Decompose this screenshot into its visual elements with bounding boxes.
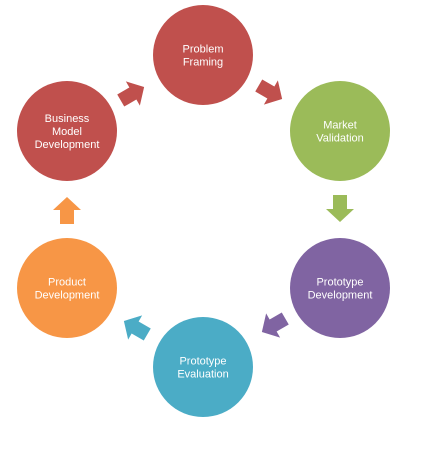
- node-label-line: Evaluation: [177, 369, 228, 381]
- arrow-product-development-to-business-model-development: [53, 197, 81, 224]
- node-label-line: Validation: [316, 133, 364, 145]
- arrow-shape: [53, 197, 81, 224]
- node-label-line: Prototype: [316, 277, 363, 289]
- node-label-line: Framing: [183, 57, 223, 69]
- node-circle-prototype-evaluation: [153, 317, 253, 417]
- arrow-problem-framing-to-market-validation: [255, 79, 283, 105]
- node-circle-problem-framing: [153, 5, 253, 105]
- arrow-shape: [326, 195, 354, 222]
- node-label-line: Development: [35, 139, 100, 151]
- node-label-line: Problem: [183, 44, 224, 56]
- node-label-line: Business: [45, 113, 90, 125]
- node-circle-market-validation: [290, 81, 390, 181]
- node-circle-prototype-development: [290, 238, 390, 338]
- node-label-line: Market: [323, 120, 357, 132]
- node-label-line: Product: [48, 277, 86, 289]
- node-label-line: Model: [52, 126, 82, 138]
- arrow-prototype-development-to-prototype-evaluation: [261, 312, 289, 338]
- node-circle-business-model-development: [17, 81, 117, 181]
- arrow-market-validation-to-prototype-development: [326, 195, 354, 222]
- arrow-shape: [117, 81, 145, 107]
- node-label-line: Prototype: [179, 356, 226, 368]
- node-label-line: Development: [308, 290, 373, 302]
- node-label-line: Development: [35, 290, 100, 302]
- node-circle-product-development: [17, 238, 117, 338]
- arrow-shape: [261, 312, 289, 338]
- arrow-business-model-development-to-problem-framing: [117, 81, 145, 107]
- arrow-shape: [123, 315, 151, 341]
- arrow-shape: [255, 79, 283, 105]
- arrow-prototype-evaluation-to-product-development: [123, 315, 151, 341]
